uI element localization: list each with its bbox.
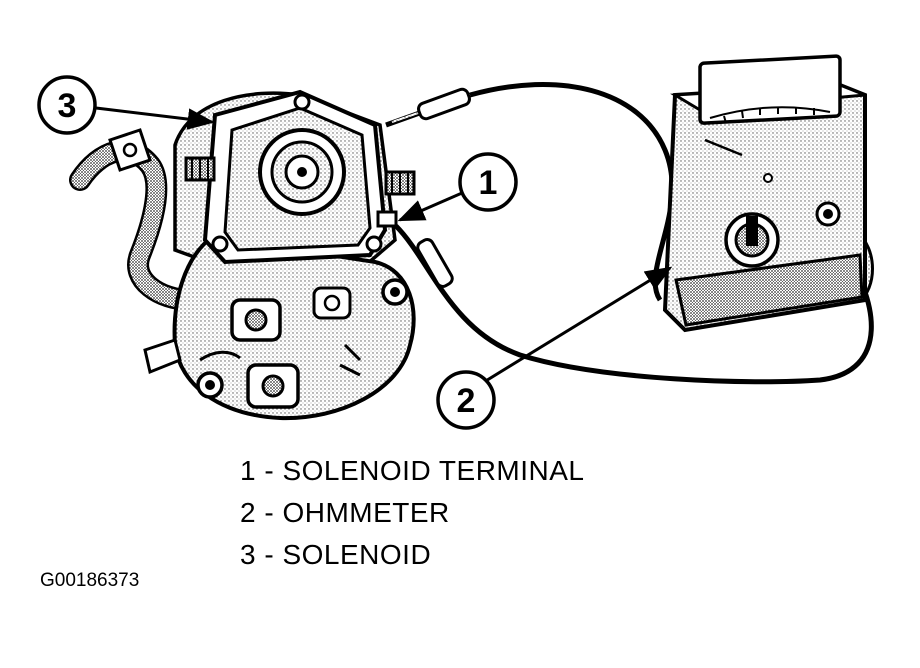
solenoid-terminal: [376, 210, 398, 228]
callout-2-circle: [436, 370, 496, 430]
figure-id: G00186373: [40, 570, 140, 591]
callout-2-number: 2: [457, 382, 476, 420]
callout-1: 1: [397, 152, 518, 222]
callout-1-circle: [458, 152, 518, 212]
legend: 1 - SOLENOID TERMINAL 2 - OHMMETER 3 - S…: [240, 450, 585, 576]
callout-2: 2: [436, 266, 673, 430]
ohmmeter: [662, 54, 867, 333]
solenoid-body: [184, 89, 416, 265]
callout-3-circle: [37, 75, 97, 135]
legend-item-solenoid: 3 - SOLENOID: [240, 539, 432, 570]
callout-3-number: 3: [58, 87, 77, 125]
legend-item-solenoid-terminal: 1 - SOLENOID TERMINAL: [240, 455, 585, 486]
callout-3: 3: [37, 75, 215, 135]
legend-item-ohmmeter: 2 - OHMMETER: [240, 497, 450, 528]
wiring-harness: [69, 128, 201, 311]
callout-1-number: 1: [479, 164, 498, 202]
